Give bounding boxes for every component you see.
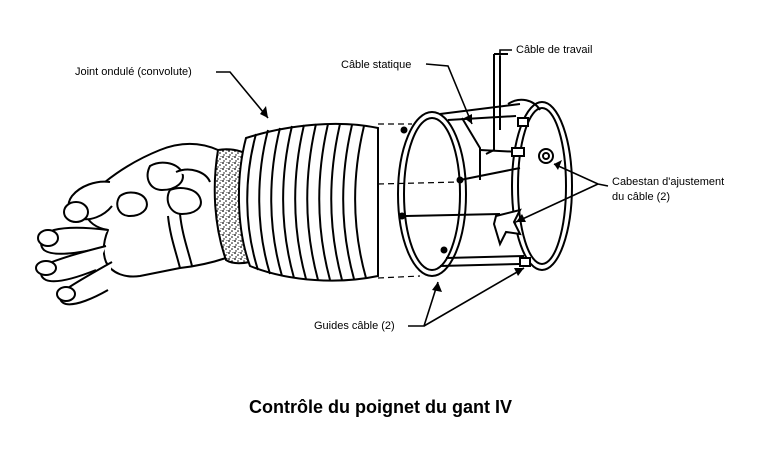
leader-lines <box>216 49 609 327</box>
glove-hand <box>35 143 227 306</box>
label-working-cable: Câble de travail <box>516 44 593 56</box>
label-capstan-line1: Cabestan d'ajustement <box>612 176 725 188</box>
label-cable-guides: Guides câble (2) <box>314 320 395 332</box>
label-static-cable: Câble statique <box>341 59 412 71</box>
label-convolute: Joint ondulé (convolute) <box>75 66 192 78</box>
label-capstan-line2: du câble (2) <box>612 191 671 203</box>
convolute-joint <box>237 122 379 282</box>
leader-arrowheads <box>260 106 562 292</box>
alignment-dashes <box>377 123 459 279</box>
wrist-ring-assembly <box>397 53 573 277</box>
diagram-title: Contrôle du poignet du gant IV <box>249 397 512 417</box>
